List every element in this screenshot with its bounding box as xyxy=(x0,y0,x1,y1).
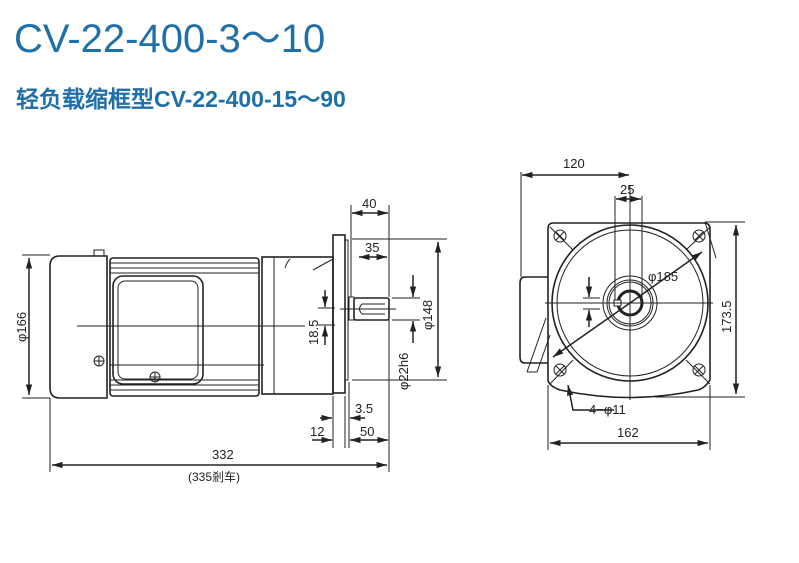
front-view: φ185 120 25 173.5 4−φ11 162 xyxy=(519,156,745,450)
dim-12: 12 xyxy=(310,424,324,439)
motor-body xyxy=(109,257,260,397)
ground-screw-icon xyxy=(93,355,105,367)
page-title: CV-22-400-3～10 xyxy=(14,17,326,61)
dim-phi185: φ185 xyxy=(648,269,678,284)
terminal-box-outer xyxy=(112,275,204,385)
bolt-hole-icons xyxy=(549,226,711,385)
dim-25: 25 xyxy=(620,182,634,197)
fan-cover xyxy=(49,255,108,399)
dim-phi148: φ148 xyxy=(420,300,435,330)
terminal-box-side xyxy=(519,276,548,364)
cooling-fins xyxy=(110,262,264,391)
page-subtitle: 轻负载缩框型CV-22-400-15～90 xyxy=(16,86,346,112)
dim-35: 35 xyxy=(365,240,379,255)
dim-18-5: 18.5 xyxy=(306,320,321,345)
mounting-plate xyxy=(547,222,711,399)
side-view: φ166 332 (335剎车) 40 35 φ148 φ22h6 18.5 xyxy=(14,196,447,484)
dim-162: 162 xyxy=(617,425,639,440)
screw-icon xyxy=(149,371,161,383)
flange-pilot xyxy=(344,239,349,381)
dim-phi22h6: φ22h6 xyxy=(396,353,411,390)
dim-40: 40 xyxy=(362,196,376,211)
dim-4-phi11: 4−φ11 xyxy=(589,402,626,417)
terminal-box-inner xyxy=(117,280,199,380)
dim-120: 120 xyxy=(563,156,585,171)
dim-3-5: 3.5 xyxy=(355,401,373,416)
dim-phi166: φ166 xyxy=(14,312,29,342)
dim-335-brake: (335剎车) xyxy=(188,469,240,484)
dim-50: 50 xyxy=(360,424,374,439)
dim-173-5: 173.5 xyxy=(719,300,734,333)
flange xyxy=(332,234,346,394)
dim-332: 332 xyxy=(212,447,234,462)
terminal-bump xyxy=(93,249,105,257)
